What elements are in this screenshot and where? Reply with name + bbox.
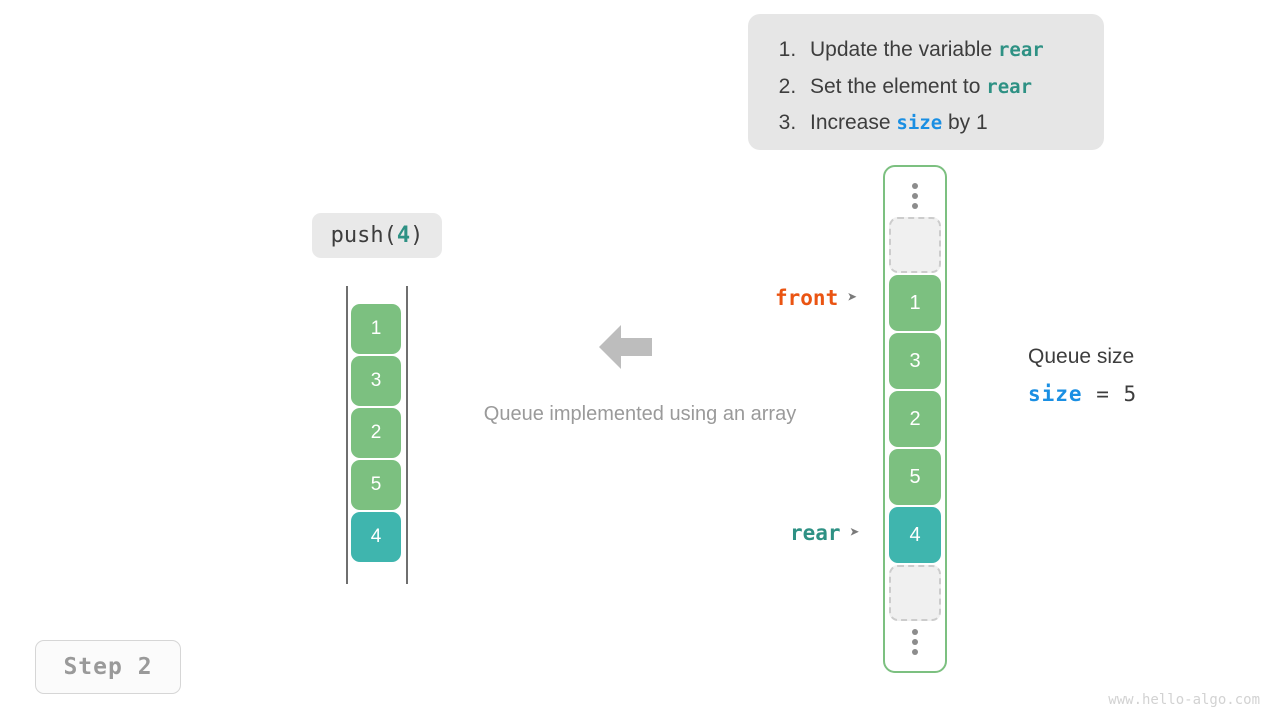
front-pointer-text: front: [775, 286, 839, 310]
instruction-item-1: Update the variable rear: [802, 32, 1084, 69]
instruction-2-prefix: Set the element to: [810, 74, 987, 98]
array-cell: 3: [889, 333, 941, 389]
queue-rail-left: [346, 286, 348, 584]
front-pointer-label: front ➤: [775, 286, 857, 310]
array-cell: 1: [889, 275, 941, 331]
array-container: 1 3 2 5 4: [883, 165, 947, 673]
left-queue-cell: 4: [351, 512, 401, 562]
instruction-panel: Update the variable rear Set the element…: [748, 14, 1104, 150]
size-operator: =: [1082, 382, 1124, 406]
operation-name: push(: [330, 223, 397, 248]
queue-rail-right: [406, 286, 408, 584]
array-cell-highlighted: 4: [889, 507, 941, 563]
instruction-1-code: rear: [997, 39, 1044, 61]
array-cell-empty: [889, 565, 941, 621]
array-cell-empty: [889, 217, 941, 273]
arrow-right-icon: ➤: [847, 287, 858, 308]
queue-size-info: Queue size size = 5: [1028, 343, 1137, 406]
left-queue-cell: 1: [351, 304, 401, 354]
array-cells: 1 3 2 5 4: [889, 217, 941, 621]
left-queue-cells: 1 3 2 5 4: [351, 304, 401, 562]
watermark: www.hello-algo.com: [1108, 692, 1260, 708]
size-value: 5: [1123, 382, 1138, 406]
arrow-right-icon: ➤: [849, 522, 860, 543]
instruction-3-code: size: [896, 112, 943, 134]
vertical-ellipsis-top-icon: [912, 181, 918, 211]
rear-pointer-text: rear: [790, 521, 841, 545]
diagram-caption: Queue implemented using an array: [483, 403, 797, 425]
array-cell: 2: [889, 391, 941, 447]
left-queue-cell: 2: [351, 408, 401, 458]
step-badge: Step 2: [35, 640, 181, 694]
left-queue-cell: 3: [351, 356, 401, 406]
instruction-item-3: Increase size by 1: [802, 105, 1084, 142]
instruction-3-suffix: by 1: [942, 111, 988, 134]
instruction-list: Update the variable rear Set the element…: [766, 32, 1084, 142]
instruction-item-2: Set the element to rear: [802, 69, 1084, 106]
left-queue-diagram: 1 3 2 5 4: [346, 286, 408, 584]
queue-size-expression: size = 5: [1028, 382, 1137, 406]
left-queue-cell: 5: [351, 460, 401, 510]
vertical-ellipsis-bottom-icon: [912, 627, 918, 657]
rear-pointer-label: rear ➤: [790, 521, 860, 545]
left-arrow-icon: [597, 321, 654, 373]
array-cell: 5: [889, 449, 941, 505]
operation-argument: 4: [396, 223, 411, 248]
instruction-2-code: rear: [986, 75, 1033, 98]
instruction-3-prefix: Increase: [810, 111, 897, 134]
operation-badge: push(4): [312, 213, 442, 258]
operation-close-paren: ): [410, 223, 424, 248]
queue-size-title: Queue size: [1028, 345, 1135, 368]
size-variable-name: size: [1028, 382, 1083, 406]
instruction-1-prefix: Update the variable: [810, 38, 998, 61]
